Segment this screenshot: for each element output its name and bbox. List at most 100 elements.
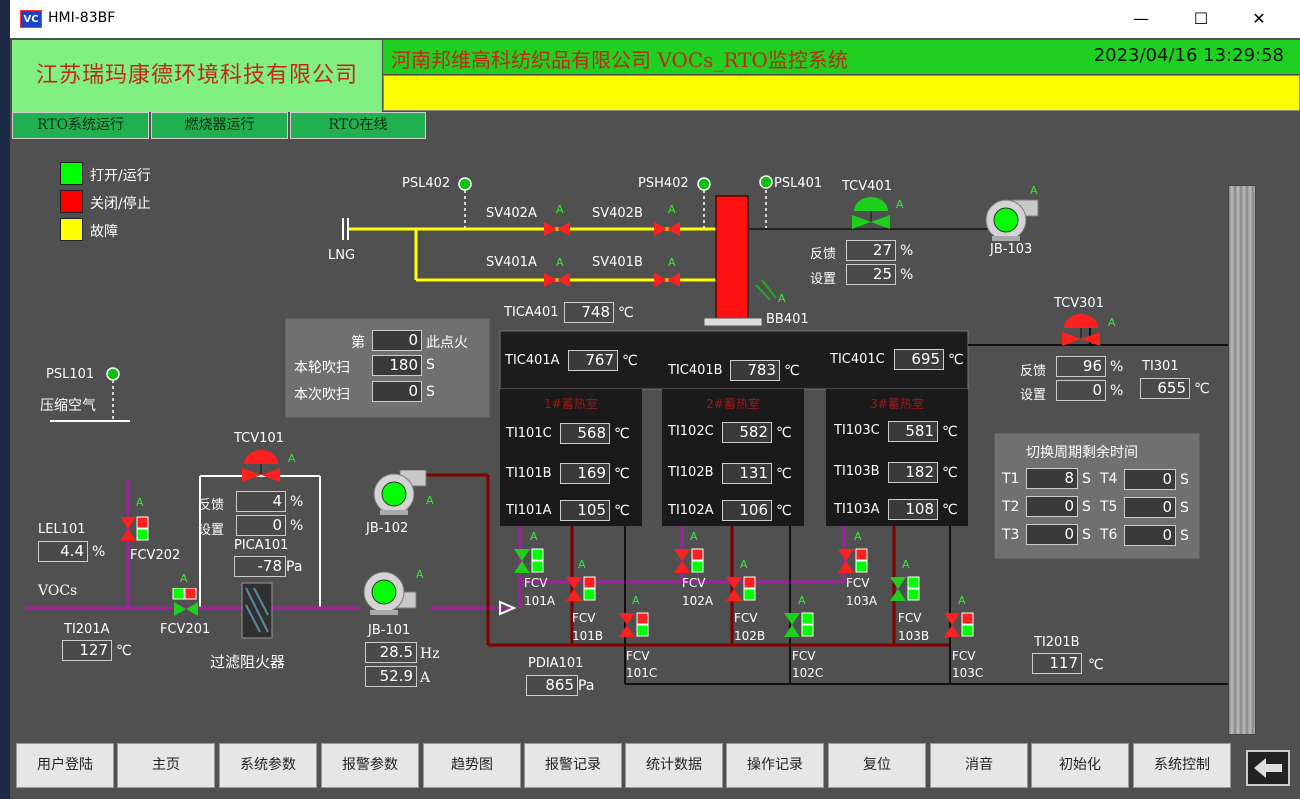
jb103-fan-icon[interactable] (978, 196, 1040, 242)
jb103-auto: A (1030, 184, 1038, 197)
ti201a-value: 127 (62, 640, 112, 661)
fcv101a-valve-icon[interactable] (512, 547, 546, 577)
nav-operation-log-button[interactable]: 操作记录 (726, 743, 824, 788)
nav-alarm-log-button[interactable]: 报警记录 (524, 743, 622, 788)
tcv301-setpoint[interactable]: 0 (1056, 380, 1106, 401)
fcv101b-valve-icon[interactable] (564, 575, 598, 605)
tcv101-setpoint[interactable]: 0 (236, 515, 286, 536)
ti103c-tag: TI103C (834, 423, 880, 438)
tcv301-feedback: 96 (1056, 356, 1106, 377)
cycle-timer-title: 切换周期剩余时间 (1026, 445, 1138, 461)
ti102c-unit: ℃ (776, 425, 792, 441)
fcv103c-tag-1: FCV (952, 649, 976, 663)
fcv101a-tag-1: FCV (524, 576, 548, 590)
pica101-value: -78 (234, 556, 286, 577)
tic401b-unit: ℃ (784, 363, 800, 379)
ignite-count-value: 0 (372, 330, 422, 351)
nav-mute-button[interactable]: 消音 (930, 743, 1028, 788)
fcv102c-valve-icon[interactable] (782, 611, 816, 641)
psh402-switch-icon[interactable] (696, 176, 712, 192)
fcv102c-auto: A (798, 594, 806, 607)
fcv103c-valve-icon[interactable] (942, 611, 976, 641)
purge-current-label: 本次吹扫 (294, 387, 350, 403)
fcv102b-valve-icon[interactable] (724, 575, 758, 605)
fcv202-auto: A (136, 496, 144, 509)
fcv102c-tag-1: FCV (792, 649, 816, 663)
tic401b-tag: TIC401B (668, 363, 723, 378)
nav-trend-button[interactable]: 趋势图 (423, 743, 521, 788)
tcv401-valve-icon[interactable] (848, 195, 894, 235)
fcv103a-valve-icon[interactable] (836, 547, 870, 577)
sv401a-valve-icon[interactable] (542, 271, 572, 289)
alarm-banner (383, 75, 1300, 111)
jb101-fan-icon[interactable] (356, 570, 418, 616)
nav-login-button[interactable]: 用户登陆 (16, 743, 114, 788)
fcv202-valve-icon[interactable] (118, 515, 150, 545)
t3-label: T3 (1002, 527, 1020, 543)
maximize-button[interactable]: ☐ (1193, 9, 1209, 28)
ignite-count-suffix: 此点火 (426, 335, 468, 351)
t2-value: 0 (1026, 496, 1078, 517)
minimize-button[interactable]: — (1133, 9, 1149, 28)
tic401c-tag: TIC401C (830, 352, 885, 367)
fcv101c-tag-2: 101C (626, 666, 658, 680)
sv401b-tag: SV401B (592, 255, 643, 270)
jb102-fan-icon[interactable] (366, 470, 428, 516)
ignite-count-label: 第 (351, 335, 365, 351)
ti101c-unit: ℃ (614, 426, 630, 442)
pdia101-value: 865 (526, 675, 578, 696)
fcv101c-valve-icon[interactable] (617, 611, 651, 641)
ti102b-tag: TI102B (668, 465, 714, 480)
nav-system-params-button[interactable]: 系统参数 (219, 743, 317, 788)
ti201b-unit: ℃ (1088, 657, 1104, 673)
rto-online-status[interactable]: RTO在线 (290, 112, 426, 139)
fcv102a-valve-icon[interactable] (672, 547, 706, 577)
fcv103b-valve-icon[interactable] (888, 575, 922, 605)
ti102c-value: 582 (722, 422, 772, 443)
fcv103b-auto: A (902, 558, 910, 571)
tcv401-set-unit: % (900, 267, 914, 283)
sv402b-valve-icon[interactable] (652, 220, 682, 238)
tic401a-value: 767 (568, 350, 618, 371)
nav-alarm-params-button[interactable]: 报警参数 (321, 743, 419, 788)
nav-initialize-button[interactable]: 初始化 (1031, 743, 1129, 788)
psl101-switch-icon[interactable] (105, 366, 121, 382)
lng-label: LNG (328, 248, 356, 263)
sv401b-auto: A (668, 256, 676, 269)
jb102-tag: JB-102 (366, 521, 409, 536)
ti101b-value: 169 (560, 463, 610, 484)
fcv103b-tag-1: FCV (898, 611, 922, 625)
sv401b-valve-icon[interactable] (652, 271, 682, 289)
nav-home-button[interactable]: 主页 (117, 743, 215, 788)
ti101b-unit: ℃ (614, 466, 630, 482)
tcv301-valve-icon[interactable] (1058, 312, 1104, 352)
fcv101c-tag-1: FCV (626, 649, 650, 663)
jb101-tag: JB-101 (368, 623, 411, 638)
nav-reset-button[interactable]: 复位 (828, 743, 926, 788)
fcv102b-tag-2: 102B (734, 629, 766, 643)
t1-label: T1 (1002, 471, 1020, 487)
ti102b-value: 131 (722, 463, 772, 484)
tcv101-auto: A (288, 452, 296, 465)
tica401-unit: ℃ (618, 305, 634, 321)
ti103a-value: 108 (888, 499, 938, 520)
nav-statistics-button[interactable]: 统计数据 (625, 743, 723, 788)
t2-label: T2 (1002, 499, 1020, 515)
title-bar: VC HMI-83BF — ☐ ✕ (10, 0, 1300, 38)
tcv101-valve-icon[interactable] (238, 448, 284, 488)
psl402-switch-icon[interactable] (457, 176, 473, 192)
fcv101a-auto: A (530, 530, 538, 543)
system-title: 河南邦维高科纺织品有限公司 VOCs_RTO监控系统 (391, 48, 848, 72)
nav-system-control-button[interactable]: 系统控制 (1133, 743, 1231, 788)
sv402a-valve-icon[interactable] (542, 220, 572, 238)
app-logo-icon: VC (20, 10, 42, 28)
pica101-tag: PICA101 (234, 538, 289, 553)
sv402b-auto: A (668, 203, 676, 216)
psl401-switch-icon[interactable] (758, 174, 774, 190)
fcv201-valve-icon[interactable] (172, 588, 206, 618)
rto-run-status[interactable]: RTO系统运行 (12, 112, 149, 139)
burner-run-status[interactable]: 燃烧器运行 (151, 112, 288, 139)
back-button[interactable] (1246, 750, 1290, 786)
tcv401-setpoint[interactable]: 25 (846, 264, 896, 285)
close-button[interactable]: ✕ (1252, 9, 1266, 28)
